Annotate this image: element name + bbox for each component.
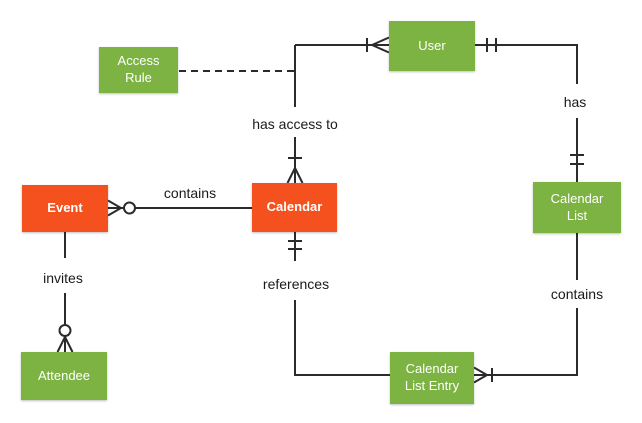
relationship-references-line [288,232,390,376]
crow-foot-many-event-icon [107,199,122,217]
exactly-one-ticks-calendar-icon [288,240,302,250]
relationship-contains-event-line [107,199,252,217]
crow-foot-many-entry-icon [473,366,488,384]
relationship-label-references: references [260,276,332,292]
entity-calendar-list-label: Calendar List [550,190,604,223]
entity-access-rule: Access Rule [99,47,178,93]
entity-user: User [389,21,475,71]
crow-foot-many-calendar-icon [286,167,304,184]
entity-event-label: Event [47,200,83,216]
relationship-has-access-to-line [286,36,390,184]
entity-calendar-list-entry-label: Calendar List Entry [404,361,460,393]
relationship-contains-list-line [473,233,578,384]
entity-access-rule-label: Access Rule [117,53,160,85]
relationship-label-invites: invites [41,270,85,286]
relationship-label-contains-list: contains [548,286,606,302]
zero-cardinality-circle-icon [123,201,136,215]
relationship-label-has: has [561,94,589,110]
entity-attendee-label: Attendee [37,367,91,383]
entity-calendar-list-entry: Calendar List Entry [390,352,474,404]
entity-calendar: Calendar [252,183,337,232]
entity-attendee: Attendee [21,352,107,400]
exactly-one-ticks-calendar-list-icon [570,154,584,165]
entity-calendar-list: Calendar List [533,182,621,233]
crow-foot-many-user-icon [371,36,390,54]
entity-event: Event [22,185,108,232]
relationship-label-contains: contains [161,185,219,201]
entity-user-label: User [418,37,446,53]
crow-foot-many-attendee-icon [56,336,74,353]
relationship-has-line [475,38,584,183]
relationship-label-has-access-to: has access to [250,116,340,132]
zero-cardinality-circle-icon [58,324,72,337]
exactly-one-ticks-user-icon [486,38,497,52]
entity-calendar-label: Calendar [266,199,323,215]
relationship-invites-line [56,232,74,353]
